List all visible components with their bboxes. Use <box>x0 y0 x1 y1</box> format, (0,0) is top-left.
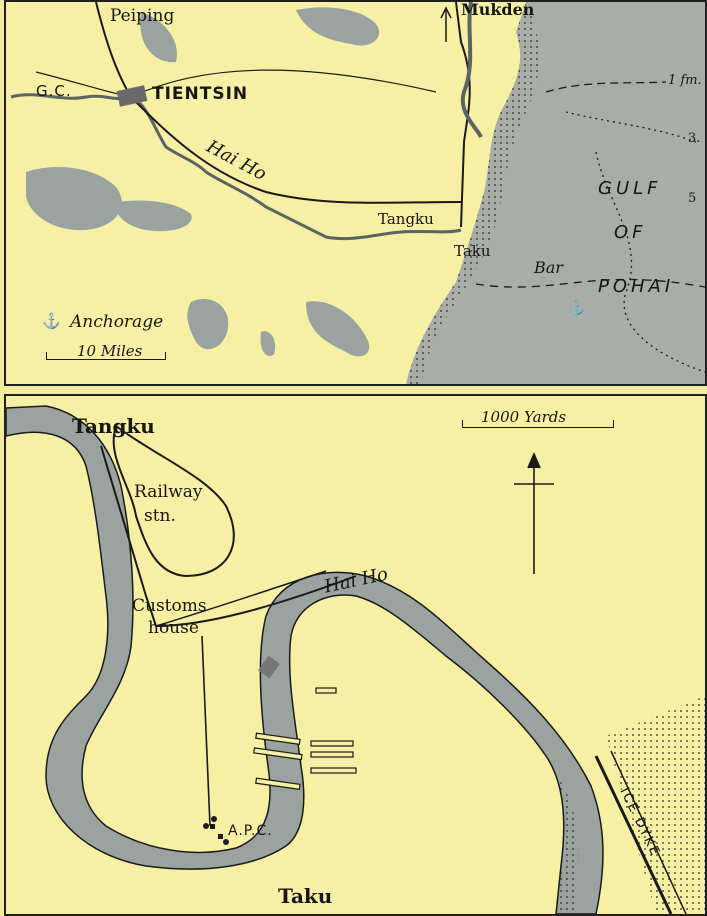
apc-tanks <box>203 816 229 845</box>
label-gulf: GULF <box>598 178 662 199</box>
scale-bar-1000-yards <box>462 420 614 428</box>
label-apc: A.P.C. <box>228 823 273 839</box>
scale-label-1000-yards: 1000 Yards <box>478 410 570 425</box>
label-tangku: Tangku <box>378 210 434 228</box>
depth-label-3: 3. <box>688 131 701 146</box>
lake-3 <box>115 200 192 232</box>
northern-river <box>460 2 483 139</box>
anchorage-legend-icon: ⚓ <box>42 312 61 330</box>
detail-map-panel: Tangku Railway stn. Customs house Hai Ho… <box>4 394 707 916</box>
mud-bank <box>446 656 579 914</box>
railway-loop <box>112 425 235 578</box>
hai-ho-river <box>10 93 462 241</box>
label-mukden: Mukden <box>461 0 535 19</box>
railway-mukden <box>455 2 471 228</box>
lake-1 <box>296 7 380 46</box>
label-stn: stn. <box>144 506 176 526</box>
lake-6 <box>260 331 276 356</box>
hatched-building <box>258 655 280 679</box>
north-arrow-icon <box>514 451 554 574</box>
label-bar: Bar <box>534 258 563 277</box>
label-house: house <box>148 618 199 638</box>
scale-bar-10-miles <box>46 352 166 360</box>
mukden-arrow <box>440 6 452 42</box>
railway-branch-2 <box>155 570 327 627</box>
depth-line-1fm <box>545 81 667 93</box>
hai-ho-meander <box>6 405 604 914</box>
depth-label-5: 5 <box>688 191 697 206</box>
ice-dyke <box>594 755 673 914</box>
lake-2 <box>26 167 122 231</box>
label-taku: Taku <box>454 242 491 260</box>
regional-map-canvas: ⚓ <box>10 2 705 384</box>
lake-7 <box>140 12 177 63</box>
detail-map-canvas <box>6 405 705 914</box>
tientsin-city <box>116 85 148 107</box>
label-tientsin: TIENTSIN <box>152 84 249 104</box>
lake-5 <box>306 301 370 357</box>
customs-road <box>201 635 211 827</box>
lake-4 <box>187 298 229 350</box>
label-gc: G.C. <box>36 82 72 100</box>
depth-line-3 <box>565 111 697 143</box>
sea-area <box>606 696 705 914</box>
depth-label-1fm: 1 fm. <box>668 73 702 88</box>
jetties <box>253 687 357 790</box>
anchorage-legend-label: Anchorage <box>70 312 164 332</box>
bar-line <box>475 278 705 288</box>
label-tangku-detail: Tangku <box>72 414 155 438</box>
label-peiping: Peiping <box>110 6 175 26</box>
label-of: OF <box>614 222 647 243</box>
ice-dyke-outline <box>610 750 687 914</box>
anchorage-marker: ⚓ <box>568 299 585 316</box>
scale-label-10-miles: 10 Miles <box>74 344 146 359</box>
label-customs: Customs <box>132 596 207 616</box>
coastal-shoal <box>406 2 540 384</box>
label-pohai: POHAI <box>598 276 675 297</box>
road-2 <box>130 69 437 98</box>
label-taku-detail: Taku <box>278 884 333 908</box>
label-railway: Railway <box>134 482 203 502</box>
railway-line <box>95 2 462 204</box>
gulf-water <box>406 2 705 384</box>
regional-map-panel: ⚓ Peiping Mukden G.C. TIENTSIN Hai Ho Ta… <box>4 0 707 386</box>
